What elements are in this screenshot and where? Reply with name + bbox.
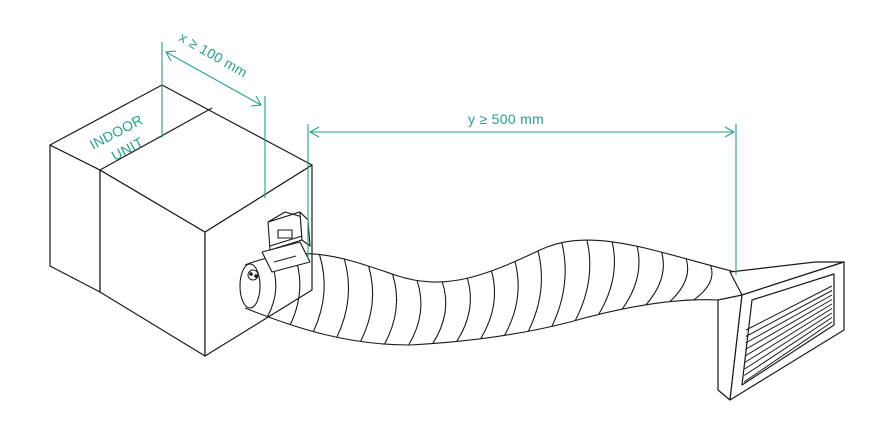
motor-bracket [261, 241, 311, 273]
duct-rib [336, 258, 350, 338]
duct-rib [598, 241, 615, 315]
duct-rib [669, 258, 689, 303]
dimension-x-line [165, 51, 262, 106]
grille-slat [745, 294, 833, 344]
motor-connector [277, 229, 293, 239]
duct-rib [551, 242, 566, 327]
duct-rib [408, 280, 422, 346]
duct-ribs [267, 239, 713, 346]
grille-slat [743, 317, 833, 376]
duct-rib [480, 270, 496, 340]
grille-slat [744, 312, 833, 370]
dimension-x-label: x ≥ 100 mm [177, 29, 251, 81]
duct-rib [574, 239, 591, 321]
collar-fitting [247, 269, 259, 281]
duct-rib [360, 265, 374, 342]
duct-rib [384, 274, 398, 345]
duct-rib [504, 261, 519, 336]
duct-rib [432, 281, 447, 344]
grille-slat [744, 303, 833, 357]
grille-slat [745, 285, 833, 331]
duct-rib [527, 250, 542, 332]
motor-seam [269, 235, 303, 247]
bracket-detail [273, 255, 297, 263]
dimension-x-arrow-left [165, 50, 177, 62]
air-grille [717, 261, 845, 401]
dimension-y-arrow-right [724, 126, 736, 138]
duct-bottom-edge [244, 299, 719, 346]
indoor-unit-top-edge [99, 107, 213, 171]
duct-rib [645, 252, 664, 306]
grille-slat [744, 308, 833, 363]
dimension-y [307, 124, 737, 275]
dimension-y-label: y ≥ 500 mm [468, 111, 544, 127]
duct-rib [456, 278, 471, 342]
flexible-duct [239, 239, 736, 346]
dimension-x [161, 42, 266, 198]
dimension-x-arrow-right [250, 95, 262, 107]
indoor-unit-top-face [49, 84, 313, 233]
duct-rib [621, 246, 640, 310]
duct-rib [693, 265, 713, 301]
grille-inner-frame [741, 273, 835, 386]
duct-top-edge [244, 239, 736, 283]
dimension-y-arrow-left [308, 126, 320, 138]
indoor-unit-left-face [49, 144, 101, 293]
grille-slat [745, 290, 833, 337]
grille-slats [743, 285, 833, 383]
grille-slat [745, 299, 833, 350]
grille-slat [743, 321, 833, 383]
duct-rib [312, 254, 325, 332]
